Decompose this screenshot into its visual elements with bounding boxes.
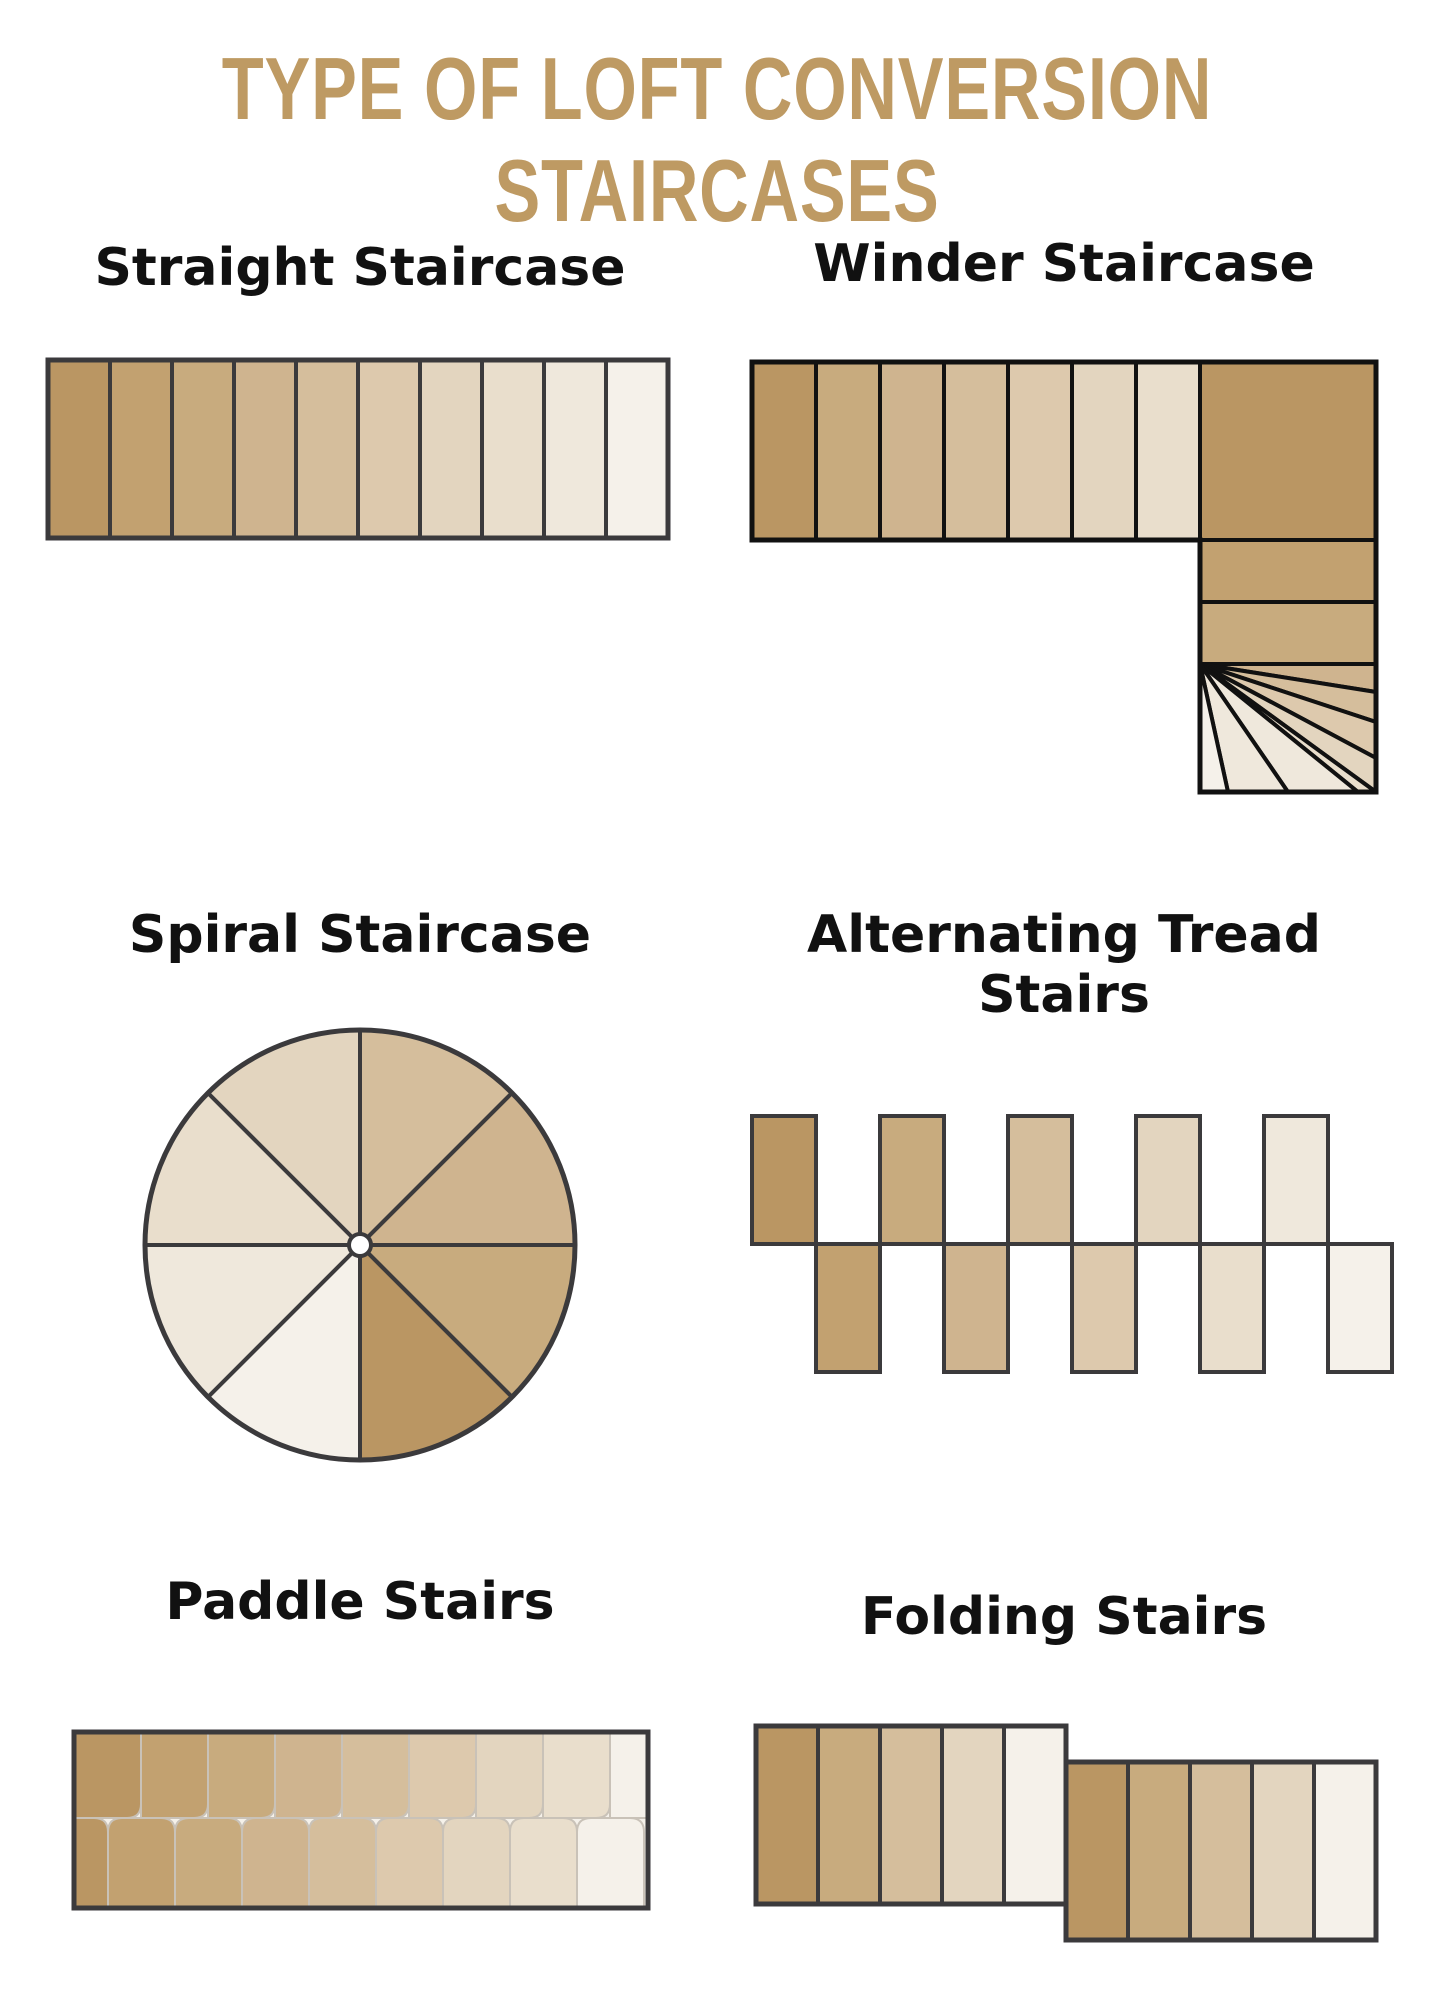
winder-landing — [1198, 360, 1378, 542]
winder-staircase-diagram — [749, 359, 1379, 795]
alternating-lower-tread-4 — [1198, 1242, 1266, 1374]
folding-lower-section-tread-2 — [1126, 1760, 1192, 1942]
alternating-upper-tread-1 — [750, 1114, 818, 1246]
alternating-upper-tread-4 — [1134, 1114, 1202, 1246]
alternating-upper-tread-3 — [1006, 1114, 1074, 1246]
paddle-lower-tread-5 — [308, 1817, 377, 1908]
paddle-lower-tread-9 — [576, 1817, 645, 1908]
alternating-lower-tread-5 — [1326, 1242, 1394, 1374]
folding-lower-section-outline — [1063, 1759, 1379, 1943]
paddle-outline — [71, 1729, 651, 1911]
paddle-lower-tread-3 — [174, 1817, 243, 1908]
straight-tread-4 — [232, 358, 298, 540]
winder-tread-3 — [878, 360, 946, 542]
winder-tread-6 — [1070, 360, 1138, 542]
label-winder-staircase: Winder Staircase — [813, 234, 1315, 294]
label-straight-staircase: Straight Staircase — [94, 238, 626, 298]
spiral-outline — [142, 1027, 578, 1463]
straight-tread-10 — [604, 358, 670, 540]
winder-tread-7 — [1134, 360, 1202, 542]
folding-upper-section-tread-2 — [816, 1724, 882, 1906]
folding-upper-section-tread-3 — [878, 1724, 944, 1906]
folding-lower-section-tread-1 — [1064, 1760, 1130, 1942]
straight-tread-2 — [108, 358, 174, 540]
straight-outline — [45, 357, 671, 541]
winder-lower-tread-1 — [1198, 538, 1378, 604]
straight-tread-9 — [542, 358, 608, 540]
straight-tread-5 — [294, 358, 360, 540]
straight-tread-6 — [356, 358, 422, 540]
alternating-lower-tread-3 — [1070, 1242, 1138, 1374]
paddle-stairs-diagram — [71, 1729, 651, 1911]
winder-tread-5 — [1006, 360, 1074, 542]
label-alternating-tread-stairs: Alternating Tread Stairs — [807, 905, 1321, 1025]
paddle-lower-tread-2 — [107, 1817, 176, 1908]
winder-tread-4 — [942, 360, 1010, 542]
straight-tread-8 — [480, 358, 546, 540]
paddle-treads — [74, 1732, 648, 1908]
winder-outline — [749, 359, 1379, 795]
folding-upper-section-tread-1 — [754, 1724, 820, 1906]
alternating-upper-tread-2 — [878, 1114, 946, 1246]
folding-lower-section-tread-5 — [1312, 1760, 1378, 1942]
folding-lower-section-tread-4 — [1250, 1760, 1316, 1942]
straight-staircase-diagram — [45, 357, 671, 541]
alternating-lower-tread-1 — [814, 1242, 882, 1374]
paddle-lower-tread-7 — [442, 1817, 511, 1908]
alternating-lower-tread-2 — [942, 1242, 1010, 1374]
folding-stairs-diagram — [753, 1723, 1379, 1943]
label-spiral-staircase: Spiral Staircase — [128, 905, 592, 965]
paddle-lower-tread-8 — [509, 1817, 578, 1908]
folding-upper-section-tread-5 — [1002, 1724, 1068, 1906]
paddle-lower-tread-1 — [74, 1817, 109, 1908]
winder-lower-tread-2 — [1198, 600, 1378, 666]
page-title: TYPE OF LOFT CONVERSION STAIRCASES — [221, 39, 1213, 240]
straight-tread-3 — [170, 358, 236, 540]
spiral-staircase-diagram — [142, 1027, 578, 1463]
paddle-lower-tread-4 — [241, 1817, 310, 1908]
alternating-tread-diagram — [750, 1114, 1394, 1374]
winder-tread-1 — [750, 360, 818, 542]
label-paddle-stairs: Paddle Stairs — [165, 1572, 555, 1632]
spiral-center-post — [347, 1232, 373, 1258]
folding-upper-section-tread-4 — [940, 1724, 1006, 1906]
label-folding-stairs: Folding Stairs — [860, 1587, 1268, 1647]
folding-lower-section-tread-3 — [1188, 1760, 1254, 1942]
winder-tread-2 — [814, 360, 882, 542]
paddle-lower-tread-6 — [375, 1817, 444, 1908]
alternating-upper-tread-5 — [1262, 1114, 1330, 1246]
straight-tread-7 — [418, 358, 484, 540]
straight-tread-1 — [46, 358, 112, 540]
